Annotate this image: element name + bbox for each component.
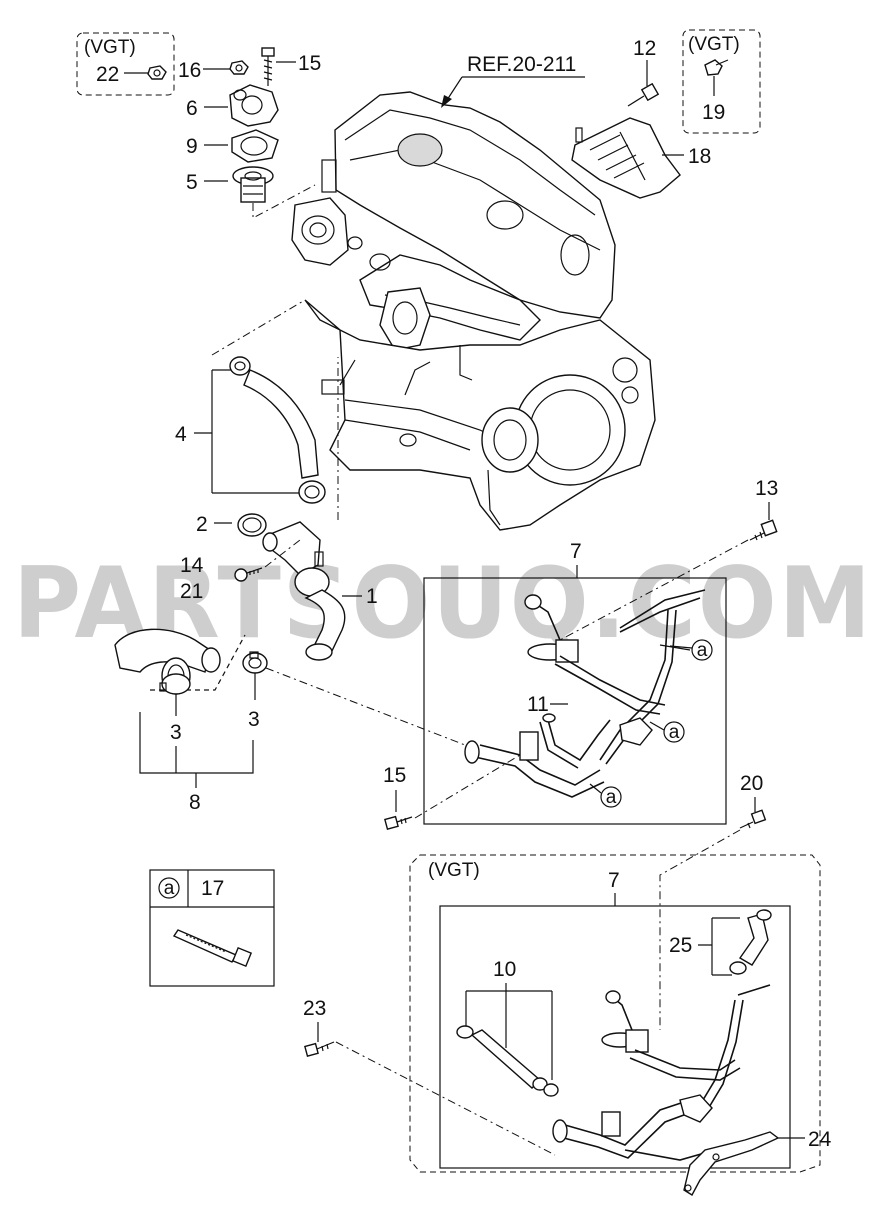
callout-7-bottom: 7: [608, 869, 620, 892]
bolt-12: [627, 82, 660, 107]
bolt-20: [739, 809, 767, 829]
thermostat-housing-6: [229, 84, 279, 127]
gasket-9: [231, 129, 279, 163]
callout-15-top: 15: [298, 52, 321, 75]
reference-label: REF.20-211: [467, 53, 576, 76]
hose-10: [456, 1025, 559, 1097]
callout-15-bottom: 15: [383, 764, 406, 787]
hose-4: [229, 356, 326, 504]
bolt-15-bottom: [384, 815, 413, 830]
bolt-14-21: [234, 567, 263, 582]
callout-19: 19: [702, 101, 725, 124]
nut-16: [229, 60, 249, 75]
callout-9: 9: [186, 135, 198, 158]
callout-8: 8: [189, 791, 201, 814]
callout-16: 16: [178, 59, 201, 82]
callout-23: 23: [303, 997, 326, 1020]
vgt-box-top-right: [682, 29, 761, 134]
callout-14: 14: [180, 554, 204, 577]
heat-shield-18: [571, 117, 681, 199]
callout-12: 12: [633, 37, 656, 60]
o-ring-2: [237, 513, 267, 537]
water-pipe-assembly-7: [464, 589, 706, 798]
svg-text:a: a: [669, 722, 680, 743]
callout-22: 22: [96, 63, 119, 86]
svg-text:a: a: [697, 640, 708, 661]
vgt-tag-top-left: (VGT): [84, 37, 136, 58]
callout-7-top: 7: [570, 540, 582, 563]
pipe-assembly-box: [423, 577, 727, 825]
clip-marker-a-1: a: [669, 639, 713, 661]
vgt-box-top-left: [76, 32, 175, 96]
clip-marker-a-2: a: [649, 721, 685, 743]
callout-6: 6: [186, 97, 198, 120]
bolt-13: [749, 519, 778, 541]
engine-block: [291, 91, 656, 531]
bracket-24: [683, 1131, 780, 1196]
nut-22: [147, 65, 167, 80]
cable-tie-17: [172, 929, 253, 968]
callout-2: 2: [196, 513, 208, 536]
svg-text:a: a: [606, 787, 617, 808]
legend-marker: a: [164, 878, 175, 899]
vgt-water-pipe-assembly: [552, 984, 771, 1161]
water-pipe-1: [262, 521, 346, 661]
callout-3-right: 3: [248, 708, 260, 731]
callout-3-left: 3: [170, 721, 182, 744]
callout-1: 1: [366, 585, 378, 608]
legend-box: a 17: [149, 869, 275, 987]
vgt-tag-lower: (VGT): [428, 860, 480, 881]
callout-20: 20: [740, 772, 763, 795]
vgt-pipe-assembly-box: [439, 905, 791, 1169]
bolt-23: [304, 1041, 335, 1057]
callout-4: 4: [175, 423, 187, 446]
callout-25: 25: [669, 934, 692, 957]
clip-marker-a-3: a: [589, 783, 622, 808]
callout-18: 18: [688, 145, 711, 168]
thermostat-5: [232, 166, 274, 203]
bolt-15-top: [261, 47, 275, 86]
callout-21: 21: [180, 580, 203, 603]
vgt-box-lower: [409, 854, 821, 1173]
callout-11: 11: [527, 693, 549, 716]
callout-5: 5: [186, 171, 198, 194]
clamp-3-right: [242, 651, 268, 674]
callout-24: 24: [808, 1128, 832, 1151]
vgt-tag-top-right: (VGT): [688, 34, 740, 55]
callout-17: 17: [201, 877, 224, 900]
callout-10: 10: [493, 958, 516, 981]
hose-25: [729, 909, 772, 975]
bolt-19: [704, 59, 729, 76]
callout-13: 13: [755, 477, 778, 500]
